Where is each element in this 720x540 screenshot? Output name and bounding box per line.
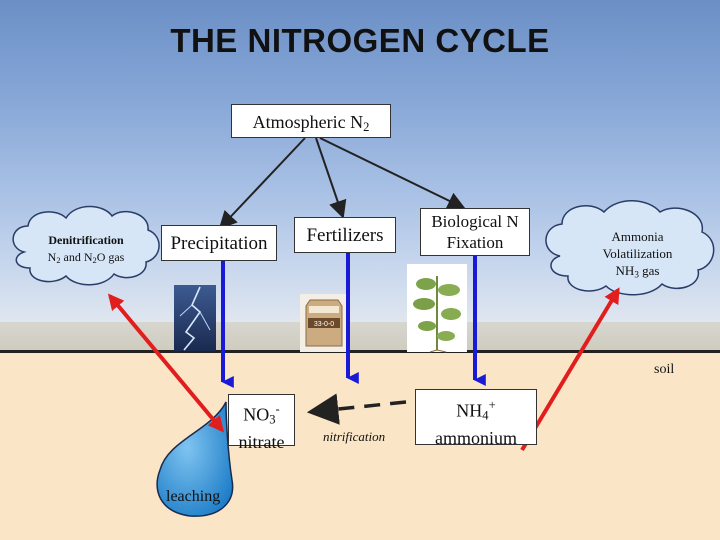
- nitrification-dashed-arrow: [306, 393, 407, 425]
- volatilization-line: Volatilization: [602, 246, 673, 261]
- ammonia-volatilization-label: Ammonia Volatilization NH3 gas: [580, 228, 695, 283]
- soil-surface-line: [0, 350, 720, 353]
- denitrification-label: Denitrification N2 and N2O gas: [26, 232, 146, 269]
- nitrification-label: nitrification: [323, 429, 386, 444]
- ammonia-line: Ammonia: [611, 229, 664, 244]
- ammonium-box: NH4+ ammonium: [415, 389, 537, 448]
- denitrification-heading: Denitrification: [48, 233, 124, 247]
- ammonium-formula: NH4+: [456, 398, 496, 423]
- nitrate-box: NO3- nitrate: [228, 394, 295, 452]
- leaching-label: leaching: [166, 488, 221, 505]
- denitrification-red-arrow: [107, 293, 225, 433]
- lightning-icon: [174, 285, 216, 351]
- arrow-to-precipitation: [218, 137, 306, 230]
- fertilizers-box: Fertilizers: [294, 217, 396, 253]
- biological-fixation-line1: Biological N: [431, 212, 519, 231]
- nh3-gas-line: NH3 gas: [615, 263, 660, 280]
- arrow-to-fertilizers: [315, 137, 347, 219]
- fertilizer-bag-icon: 33-0-0: [300, 294, 348, 352]
- volatilization-red-arrow: [520, 287, 620, 452]
- fertilizer-bag-label: 33-0-0: [314, 321, 334, 328]
- nitrate-formula: NO3-: [243, 402, 280, 427]
- biological-fixation-line2: Fixation: [446, 233, 504, 252]
- ammonium-name: ammonium: [435, 427, 517, 448]
- page-title: THE NITROGEN CYCLE: [170, 22, 550, 59]
- denitrification-cloud: [12, 205, 160, 286]
- biological-fixation-box: Biological N Fixation: [420, 208, 530, 256]
- atmospheric-n2-subscript: 2: [363, 120, 370, 135]
- arrow-to-biological-fixation: [319, 137, 466, 210]
- soybean-plant-icon: [407, 264, 467, 353]
- ammonia-volatilization-cloud: [545, 200, 715, 296]
- atmospheric-n2-text: Atmospheric N: [252, 112, 364, 132]
- precipitation-box: Precipitation: [161, 225, 277, 261]
- nitrate-name: nitrate: [238, 431, 285, 452]
- atmospheric-n2-box: Atmospheric N2: [231, 104, 391, 138]
- soil-label: soil: [654, 362, 675, 377]
- denitrification-gases: N2 and N2O gas: [47, 250, 125, 266]
